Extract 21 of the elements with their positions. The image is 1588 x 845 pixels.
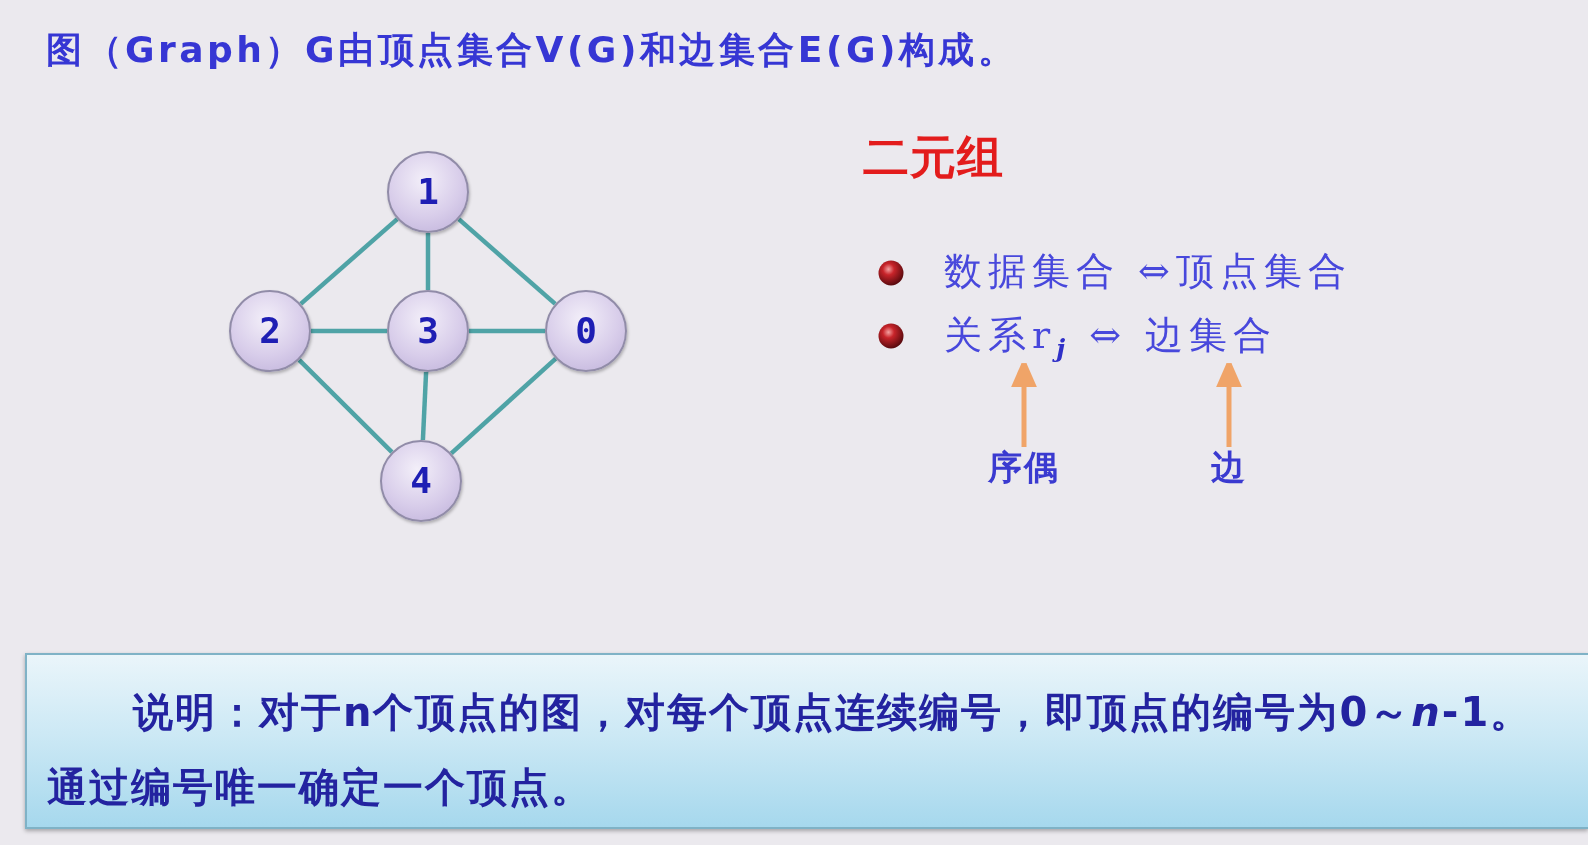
graph-vertex: 0 xyxy=(545,290,627,372)
graph-edge xyxy=(311,328,387,334)
section-heading: 二元组 xyxy=(863,130,1004,186)
graph-edge xyxy=(297,358,394,454)
graph-edge xyxy=(469,328,545,334)
graph-vertex: 3 xyxy=(387,290,469,372)
annotation-text: 序偶 xyxy=(988,447,1060,488)
graph-edge xyxy=(449,356,558,456)
graph-edge xyxy=(457,217,557,306)
list-item-text: 数据集合 ⇔顶点集合 xyxy=(944,249,1352,295)
note-panel xyxy=(25,653,1588,829)
note-text: 说明：对于n个顶点的图，对每个顶点连续编号，即顶点的编号为0～n-1。通过编号唯一确定一个顶点。 xyxy=(47,688,1534,812)
graph-vertex: 4 xyxy=(380,440,462,522)
graph-edge xyxy=(425,233,431,290)
graph-vertex: 1 xyxy=(387,151,469,233)
graph-vertex: 2 xyxy=(229,290,311,372)
graph-edge xyxy=(299,217,399,306)
graph-edge xyxy=(420,371,429,441)
annotation-text: 边 xyxy=(1211,447,1247,488)
list-item-text: 关系r$_{j}$ ⇔ 边集合 xyxy=(944,313,1278,364)
slide-title: 图（Graph）G由顶点集合V(G)和边集合E(G)构成。 xyxy=(46,28,1018,72)
